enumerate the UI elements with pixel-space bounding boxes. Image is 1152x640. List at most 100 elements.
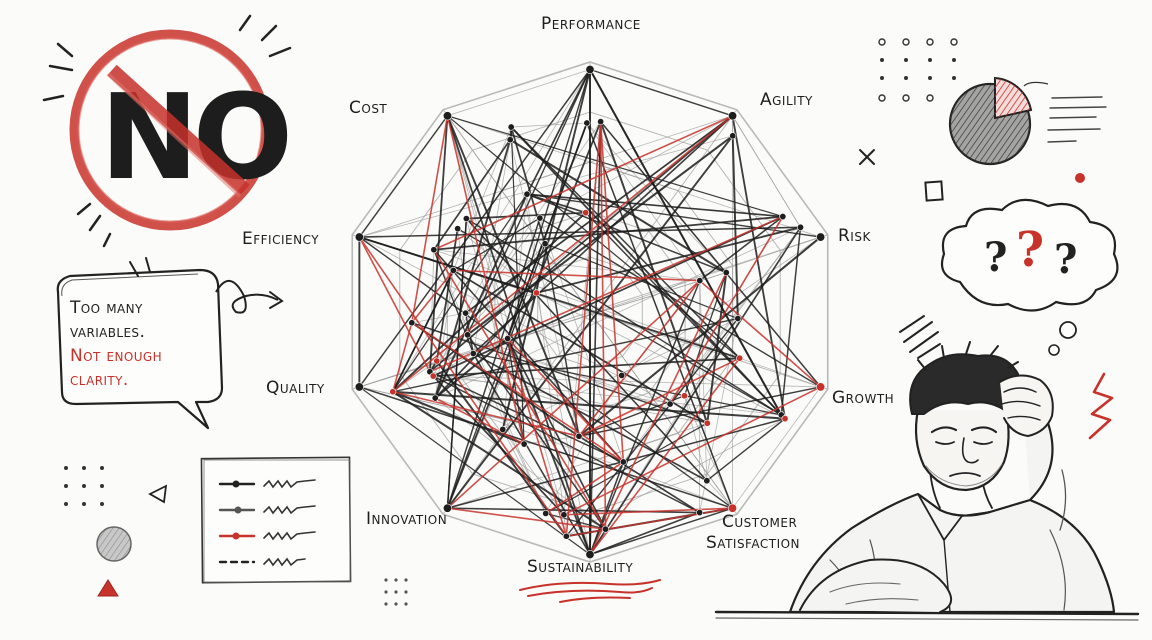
radar-link-black [411,322,708,424]
radar-link-black [446,243,546,509]
speech-bubble-text: Too many variables. Not enough clarity. [70,296,230,392]
radar-link-black [435,228,459,362]
radar-link-black [510,126,782,416]
question-mark-left: ? [984,234,1008,281]
radar-node [666,400,674,408]
radar-node [562,532,570,540]
radar-link-gray [566,418,786,537]
radar-link-black [434,139,512,399]
radar-link-black [706,418,786,482]
radar-node [575,432,583,440]
axis-label-quality: Quality [266,378,325,398]
radar-link-black [526,193,821,238]
radar-link-black [780,227,802,415]
axis-label-agility: Agility [760,90,813,110]
radar-node [680,392,688,400]
stress-scribble-icon [899,315,941,359]
radar-link-gray [359,115,733,238]
radar-link-black [446,135,734,509]
radar-node [354,382,364,392]
radar-node [520,440,528,448]
thought-cloud [940,198,1119,356]
radar-node [523,190,531,198]
radar-link-black [544,243,739,320]
radar-node [734,315,742,323]
radar-link-black [434,193,528,399]
radar-link-black [526,193,727,274]
radar-link-gray [732,115,801,228]
radar-link-gray [447,115,508,339]
speech-line-3: Not enough [70,346,163,366]
radar-spoke [589,311,828,390]
radar-link-gray [473,236,821,354]
radar-link-black [536,226,801,294]
radar-path-red [391,115,734,537]
radar-link-black [446,218,468,509]
radar-link-black [358,69,591,388]
red-underline-scribble [519,579,661,603]
radar-link-black [509,138,727,274]
radar-link-black [510,126,741,359]
radar-path-red [358,121,823,538]
radar-link-gray [502,429,565,516]
speech-bubble [56,257,284,430]
axis-label-sustainability: Sustainability [527,557,634,577]
radar-link-black [434,292,538,399]
radar-link-gray [433,375,782,416]
radar-link-gray [411,322,671,405]
axis-label-cost: Cost [349,98,388,118]
radar-spoke [589,109,738,313]
radar-node [597,118,605,126]
radar-node [728,111,738,121]
radar-link-black [392,390,786,420]
radar-link-black [506,122,588,339]
speech-line-4: clarity. [70,370,129,390]
radar-link-black [447,115,741,359]
text-lines-icon [1047,96,1107,143]
radar-node [464,331,472,339]
radar-link-black [545,512,606,530]
legend-sketch [200,456,352,584]
radar-link-gray [732,386,821,509]
radar-link-gray [429,371,708,424]
radar-link-black [447,115,783,218]
dot-grid-top-right-icon [878,38,958,102]
radar-link-gray [536,292,786,420]
radar-link-gray [359,135,733,238]
radar-link-gray [684,395,708,481]
cross-mark-icon [859,149,875,165]
question-mark-center: ? [1016,222,1045,278]
axis-label-efficiency: Efficiency [242,229,320,249]
radar-link-black [506,69,591,339]
radar-node [536,214,544,222]
radar-link-gray [447,115,565,515]
radar-link-black [731,135,739,319]
radar-link-gray [472,353,547,514]
triangle-outline-icon [148,484,168,504]
radar-node [354,232,364,242]
axis-label-innovation: Innovation [366,509,448,529]
radar-link-black [358,115,449,238]
radar-link-black [589,507,733,556]
radar-link-gray [447,69,591,117]
radar-node [696,509,704,517]
radar-link-black [578,435,701,514]
radar-link-black [466,334,607,530]
radar-node [462,309,470,317]
question-mark-right: ? [1054,236,1078,283]
radar-node [619,458,627,466]
red-dot-icon [1075,173,1085,183]
axis-label-risk: Risk [838,226,871,246]
radar-node [449,266,457,274]
radar-node [728,503,738,513]
radar-spoke [352,311,591,390]
radar-link-black [392,390,607,531]
radar-link-black [586,122,734,509]
radar-link-black [600,121,822,388]
speech-line-2: variables. [70,322,146,342]
axis-label-customer: Customer [722,512,798,532]
radar-link-black [359,386,733,509]
radar-link-black [465,218,782,416]
radar-link-black [466,135,734,336]
